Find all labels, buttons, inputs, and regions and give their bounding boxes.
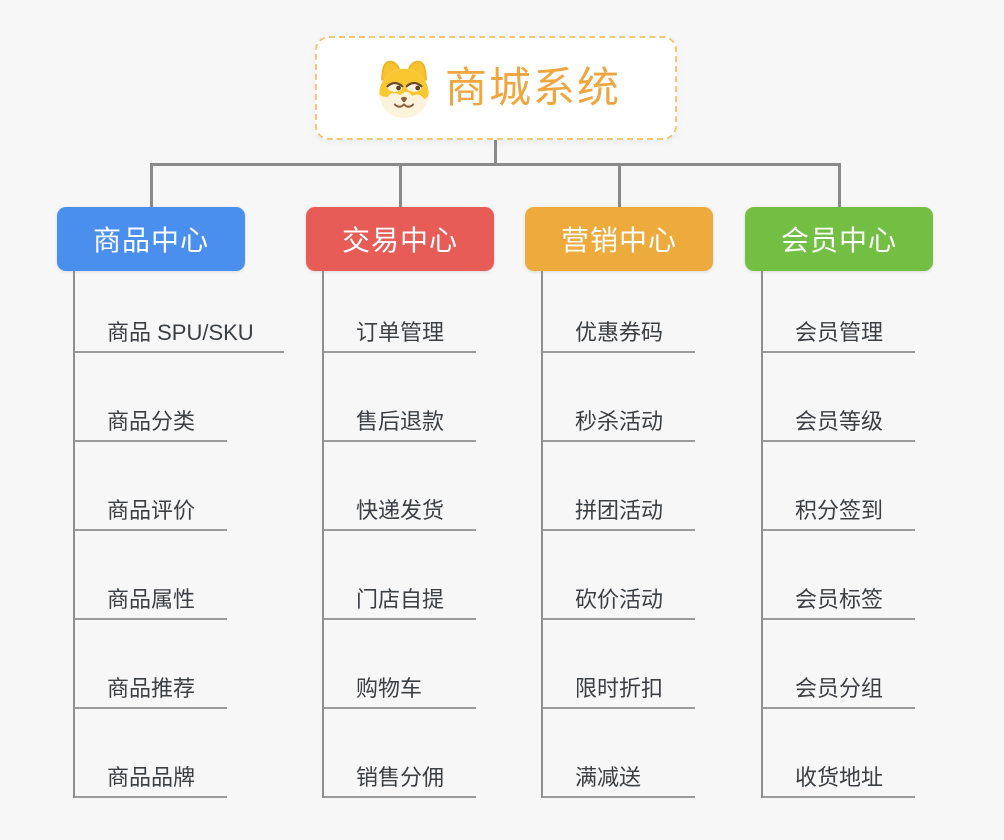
topic-item[interactable]: 售后退款 bbox=[324, 353, 476, 442]
topic-label: 会员管理 bbox=[795, 320, 884, 345]
topic-item[interactable]: 收货地址 bbox=[763, 709, 915, 798]
topic-item[interactable]: 会员管理 bbox=[763, 271, 915, 353]
root-node[interactable]: 商城系统 bbox=[315, 36, 677, 140]
topic-label: 商品 SPU/SKU bbox=[107, 320, 254, 345]
topic-label: 积分签到 bbox=[795, 498, 884, 523]
topic-item[interactable]: 商品分类 bbox=[75, 353, 227, 442]
topic-item[interactable]: 会员分组 bbox=[763, 620, 915, 709]
topic-label: 会员分组 bbox=[795, 676, 884, 701]
connector-branch-drop bbox=[618, 163, 621, 207]
branch-column: 订单管理售后退款快递发货门店自提购物车销售分佣 bbox=[322, 271, 554, 798]
branch-header-0[interactable]: 商品中心 bbox=[57, 207, 245, 271]
topic-item[interactable]: 积分签到 bbox=[763, 442, 915, 531]
topic-item[interactable]: 商品推荐 bbox=[75, 620, 227, 709]
topic-label: 商品推荐 bbox=[107, 676, 196, 701]
topic-label: 商品属性 bbox=[107, 587, 196, 612]
connector-root-stem bbox=[494, 140, 497, 164]
topic-label: 销售分佣 bbox=[356, 765, 445, 790]
topic-item[interactable]: 拼团活动 bbox=[543, 442, 695, 531]
branch-label: 交易中心 bbox=[341, 225, 458, 256]
topic-item[interactable]: 商品 SPU/SKU bbox=[75, 271, 284, 353]
branch-label: 营销中心 bbox=[560, 225, 677, 256]
topic-item[interactable]: 销售分佣 bbox=[324, 709, 476, 798]
topic-item[interactable]: 商品属性 bbox=[75, 531, 227, 620]
topic-label: 优惠券码 bbox=[575, 320, 664, 345]
topic-item[interactable]: 限时折扣 bbox=[543, 620, 695, 709]
connector-branch-drop bbox=[399, 163, 402, 207]
topic-item[interactable]: 订单管理 bbox=[324, 271, 476, 353]
topic-label: 商品分类 bbox=[107, 409, 196, 434]
branch-label: 会员中心 bbox=[780, 225, 897, 256]
topic-item[interactable]: 秒杀活动 bbox=[543, 353, 695, 442]
topic-label: 订单管理 bbox=[356, 320, 445, 345]
connector-branch-drop bbox=[838, 163, 841, 207]
topic-item[interactable]: 会员标签 bbox=[763, 531, 915, 620]
connector-horizontal-bar bbox=[151, 163, 841, 166]
topic-item[interactable]: 商品品牌 bbox=[75, 709, 227, 798]
topic-label: 快递发货 bbox=[356, 498, 445, 523]
topic-label: 售后退款 bbox=[356, 409, 445, 434]
connector-branch-drop bbox=[150, 163, 153, 207]
topic-item[interactable]: 优惠券码 bbox=[543, 271, 695, 353]
topic-label: 商品品牌 bbox=[107, 765, 196, 790]
topic-item[interactable]: 满减送 bbox=[543, 709, 695, 798]
topic-label: 门店自提 bbox=[356, 587, 445, 612]
root-title: 商城系统 bbox=[444, 64, 621, 111]
topic-label: 限时折扣 bbox=[575, 676, 664, 701]
topic-label: 拼团活动 bbox=[575, 498, 664, 523]
topic-item[interactable]: 会员等级 bbox=[763, 353, 915, 442]
topic-label: 商品评价 bbox=[107, 498, 196, 523]
topic-label: 砍价活动 bbox=[575, 587, 664, 612]
branch-column: 优惠券码秒杀活动拼团活动砍价活动限时折扣满减送 bbox=[541, 271, 773, 798]
branch-header-2[interactable]: 营销中心 bbox=[525, 207, 713, 271]
topic-label: 购物车 bbox=[356, 676, 423, 701]
topic-label: 会员标签 bbox=[795, 587, 884, 612]
branch-column: 会员管理会员等级积分签到会员标签会员分组收货地址 bbox=[761, 271, 993, 798]
branch-header-1[interactable]: 交易中心 bbox=[306, 207, 494, 271]
dog-face-icon bbox=[371, 56, 437, 120]
branch-column: 商品 SPU/SKU 商品分类商品评价商品属性商品推荐商品品牌 bbox=[73, 271, 305, 798]
topic-item[interactable]: 砍价活动 bbox=[543, 531, 695, 620]
topic-item[interactable]: 购物车 bbox=[324, 620, 476, 709]
topic-item[interactable]: 门店自提 bbox=[324, 531, 476, 620]
branch-header-3[interactable]: 会员中心 bbox=[745, 207, 933, 271]
topic-label: 秒杀活动 bbox=[575, 409, 664, 434]
topic-item[interactable]: 快递发货 bbox=[324, 442, 476, 531]
topic-label: 满减送 bbox=[575, 765, 642, 790]
topic-label: 会员等级 bbox=[795, 409, 884, 434]
topic-item[interactable]: 商品评价 bbox=[75, 442, 227, 531]
topic-label: 收货地址 bbox=[795, 765, 884, 790]
branch-label: 商品中心 bbox=[92, 225, 209, 256]
